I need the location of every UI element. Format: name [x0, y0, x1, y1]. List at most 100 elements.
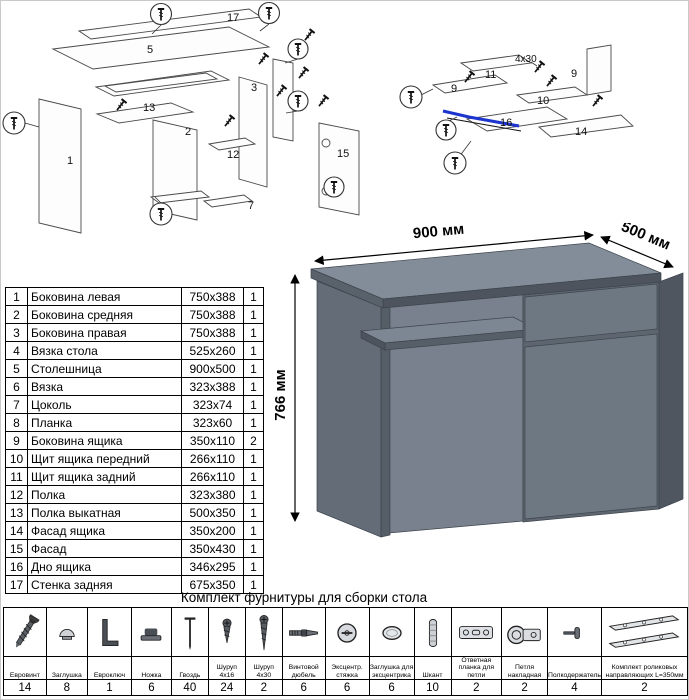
part-label-7: 7: [248, 200, 254, 212]
part-name: Боковина средняя: [27, 305, 182, 324]
panel-door: [318, 122, 360, 216]
hardware-item-label: Комплект роликовых направляющих L=350мм: [600, 656, 688, 680]
part-number: 10: [5, 449, 28, 468]
part-qty: 1: [243, 449, 264, 468]
part-number: 7: [5, 395, 28, 414]
part-size: 750x388: [181, 305, 244, 324]
hardware-item-qty: 1: [86, 679, 133, 696]
part-qty: 1: [243, 575, 264, 594]
part-label-1: 1: [67, 155, 73, 167]
desk-render: 900 мм 500 мм 766 мм: [272, 223, 684, 538]
part-name: Щит ящика задний: [27, 467, 182, 486]
hardware-item-qty: 2: [244, 679, 283, 696]
part-label-9b: 9: [571, 68, 577, 80]
part-number: 4: [5, 341, 28, 360]
dimension-line-depth: [600, 235, 674, 269]
hardware-item-qty: 24: [207, 679, 246, 696]
part-size: 323x380: [181, 485, 244, 504]
dimension-line-width: [314, 231, 594, 265]
part-name: Планка: [27, 413, 182, 432]
drawer-bottom-panel: [465, 106, 569, 132]
part-qty: 1: [243, 287, 264, 306]
panel-plinth: [202, 194, 254, 208]
hardware-item-label: Заглушка для эксцентрика: [368, 656, 415, 680]
cap-icon: [45, 607, 88, 657]
hinge-plate-icon: [450, 607, 503, 657]
screw-note-leader: [530, 61, 538, 67]
hardware-item-qty: 8: [45, 679, 88, 696]
panel-tie: [272, 58, 294, 142]
drawer-back-panel: [459, 54, 533, 72]
hex-key-icon: [86, 607, 133, 657]
part-number: 15: [5, 539, 28, 558]
part-size: 323x60: [181, 413, 244, 432]
part-qty: 1: [243, 305, 264, 324]
roller-guide-highlight: [442, 109, 520, 128]
cam-cap-icon: [368, 607, 415, 657]
drawer-slides-icon: [600, 607, 688, 657]
part-name: Столешница: [27, 359, 182, 378]
part-name: Полка: [27, 485, 182, 504]
part-size: 346x295: [181, 557, 244, 576]
hardware-item-label: Шуруп 4x16: [207, 656, 246, 680]
hardware-item-qty: 10: [413, 679, 452, 696]
part-qty: 1: [243, 413, 264, 432]
part-qty: 1: [243, 377, 264, 396]
exploded-desk-panels: [38, 8, 360, 234]
keyboard-tray-side: [360, 330, 386, 351]
hardware-item-label: Винтовой дюбель: [281, 656, 326, 680]
hardware-item-label: Евровинт: [3, 656, 47, 680]
part-size: 750x388: [181, 287, 244, 306]
hardware-item-qty: 2: [450, 679, 503, 696]
exploded-drawer-panels: [431, 44, 635, 138]
hardware-item-qty: 6: [281, 679, 326, 696]
hardware-item-qty: 14: [3, 679, 47, 696]
part-label-5: 5: [147, 44, 153, 56]
panel-pullout-shelf: [95, 102, 195, 124]
part-numbers: 17 5 3 13 2 1 12 15 7: [67, 12, 349, 212]
part-qty: 1: [243, 503, 264, 522]
door-front: [524, 333, 658, 520]
nail-icon: [170, 607, 209, 657]
hardware-item-label: Гвоздь: [170, 656, 209, 680]
part-qty: 2: [243, 431, 264, 450]
part-size: 525x260: [181, 341, 244, 360]
part-size: 350x430: [181, 539, 244, 558]
part-number: 13: [5, 503, 28, 522]
part-size: 266x110: [181, 449, 244, 468]
panel-left-side: [38, 98, 82, 234]
hardware-item-qty: 6: [368, 679, 415, 696]
part-qty: 1: [243, 521, 264, 540]
wood-dowel-icon: [413, 607, 452, 657]
part-size: 266x110: [181, 467, 244, 486]
part-number: 8: [5, 413, 28, 432]
part-number: 2: [5, 305, 28, 324]
part-label-17: 17: [227, 12, 239, 24]
part-qty: 1: [243, 359, 264, 378]
detail-callouts: [399, 85, 472, 175]
part-number: 6: [5, 377, 28, 396]
drawer-side-panel-right: [586, 44, 612, 96]
hardware-item-label: Заглушка: [45, 656, 88, 680]
part-name: Щит ящика передний: [27, 449, 182, 468]
hardware-item-label: Эксцентр. стяжка: [324, 656, 370, 680]
part-qty: 1: [243, 557, 264, 576]
hardware-item-label: Петля накладная: [501, 656, 548, 680]
part-size: 350x200: [181, 521, 244, 540]
part-qty: 1: [243, 323, 264, 342]
part-size: 323x74: [181, 395, 244, 414]
panel-desktop: [51, 26, 271, 70]
hardware-item-label: Шуруп 4x30: [244, 656, 283, 680]
hardware-item-qty: 4: [547, 679, 602, 696]
